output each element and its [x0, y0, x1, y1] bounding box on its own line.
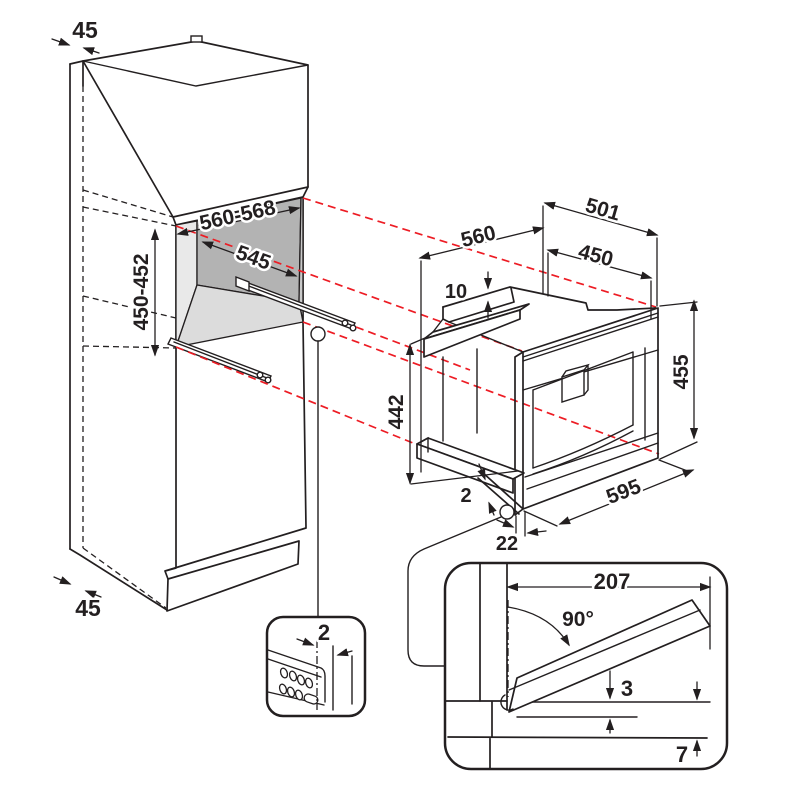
rail-screw-icon: [341, 319, 349, 327]
angle-arc: [507, 606, 570, 647]
appliance-front-panel: [522, 307, 659, 510]
panel-buttons: [278, 667, 319, 705]
detail-bubble-small: 2: [265, 615, 367, 718]
detail-small-gap-label: 2: [318, 620, 330, 645]
rail-screw-icon: [256, 371, 264, 379]
cabinet-top-tab: [190, 35, 203, 43]
plinth: [166, 540, 300, 612]
dim-gap-front-label: 2: [460, 485, 471, 507]
rail-screw-icon: [264, 376, 272, 384]
rail-screw-icon: [349, 324, 357, 332]
drip-tray-lines: [524, 432, 659, 490]
appliance-top-back-edge: [442, 286, 657, 311]
rail-upper: [235, 275, 357, 332]
dim-niche-height-label: 450-452: [130, 253, 153, 330]
detail-marker-icon: [499, 504, 515, 520]
door-angle-label: 90°: [562, 608, 594, 631]
projection-line: [302, 321, 660, 455]
cup-recess: [532, 351, 634, 469]
dim-side-bottom-label: 45: [75, 595, 101, 621]
door-hinge: [500, 694, 514, 711]
dim-front-overhang-label: 22: [496, 533, 518, 555]
dim-height-front-label: 455: [670, 354, 693, 389]
dim-side-top-label: 45: [72, 17, 98, 43]
detail-marker-icon: [310, 326, 326, 342]
projection-line: [355, 326, 471, 371]
control-panel-line: [522, 349, 659, 391]
dim-height-body-label: 442: [385, 394, 408, 429]
gap-top-label: 3: [621, 676, 633, 701]
detail-bubble-large: 90° 207 3 7: [443, 561, 729, 771]
upper-cabinet-box: [82, 40, 309, 218]
gap-bottom-label: 7: [676, 742, 688, 767]
telescopic-rails: [167, 275, 357, 384]
detail-leaders: [310, 326, 515, 667]
appliance: [416, 286, 659, 516]
door-depth-label: 207: [594, 569, 631, 594]
dim-top-step-label: 10: [445, 281, 467, 303]
rail-lower: [167, 337, 272, 384]
